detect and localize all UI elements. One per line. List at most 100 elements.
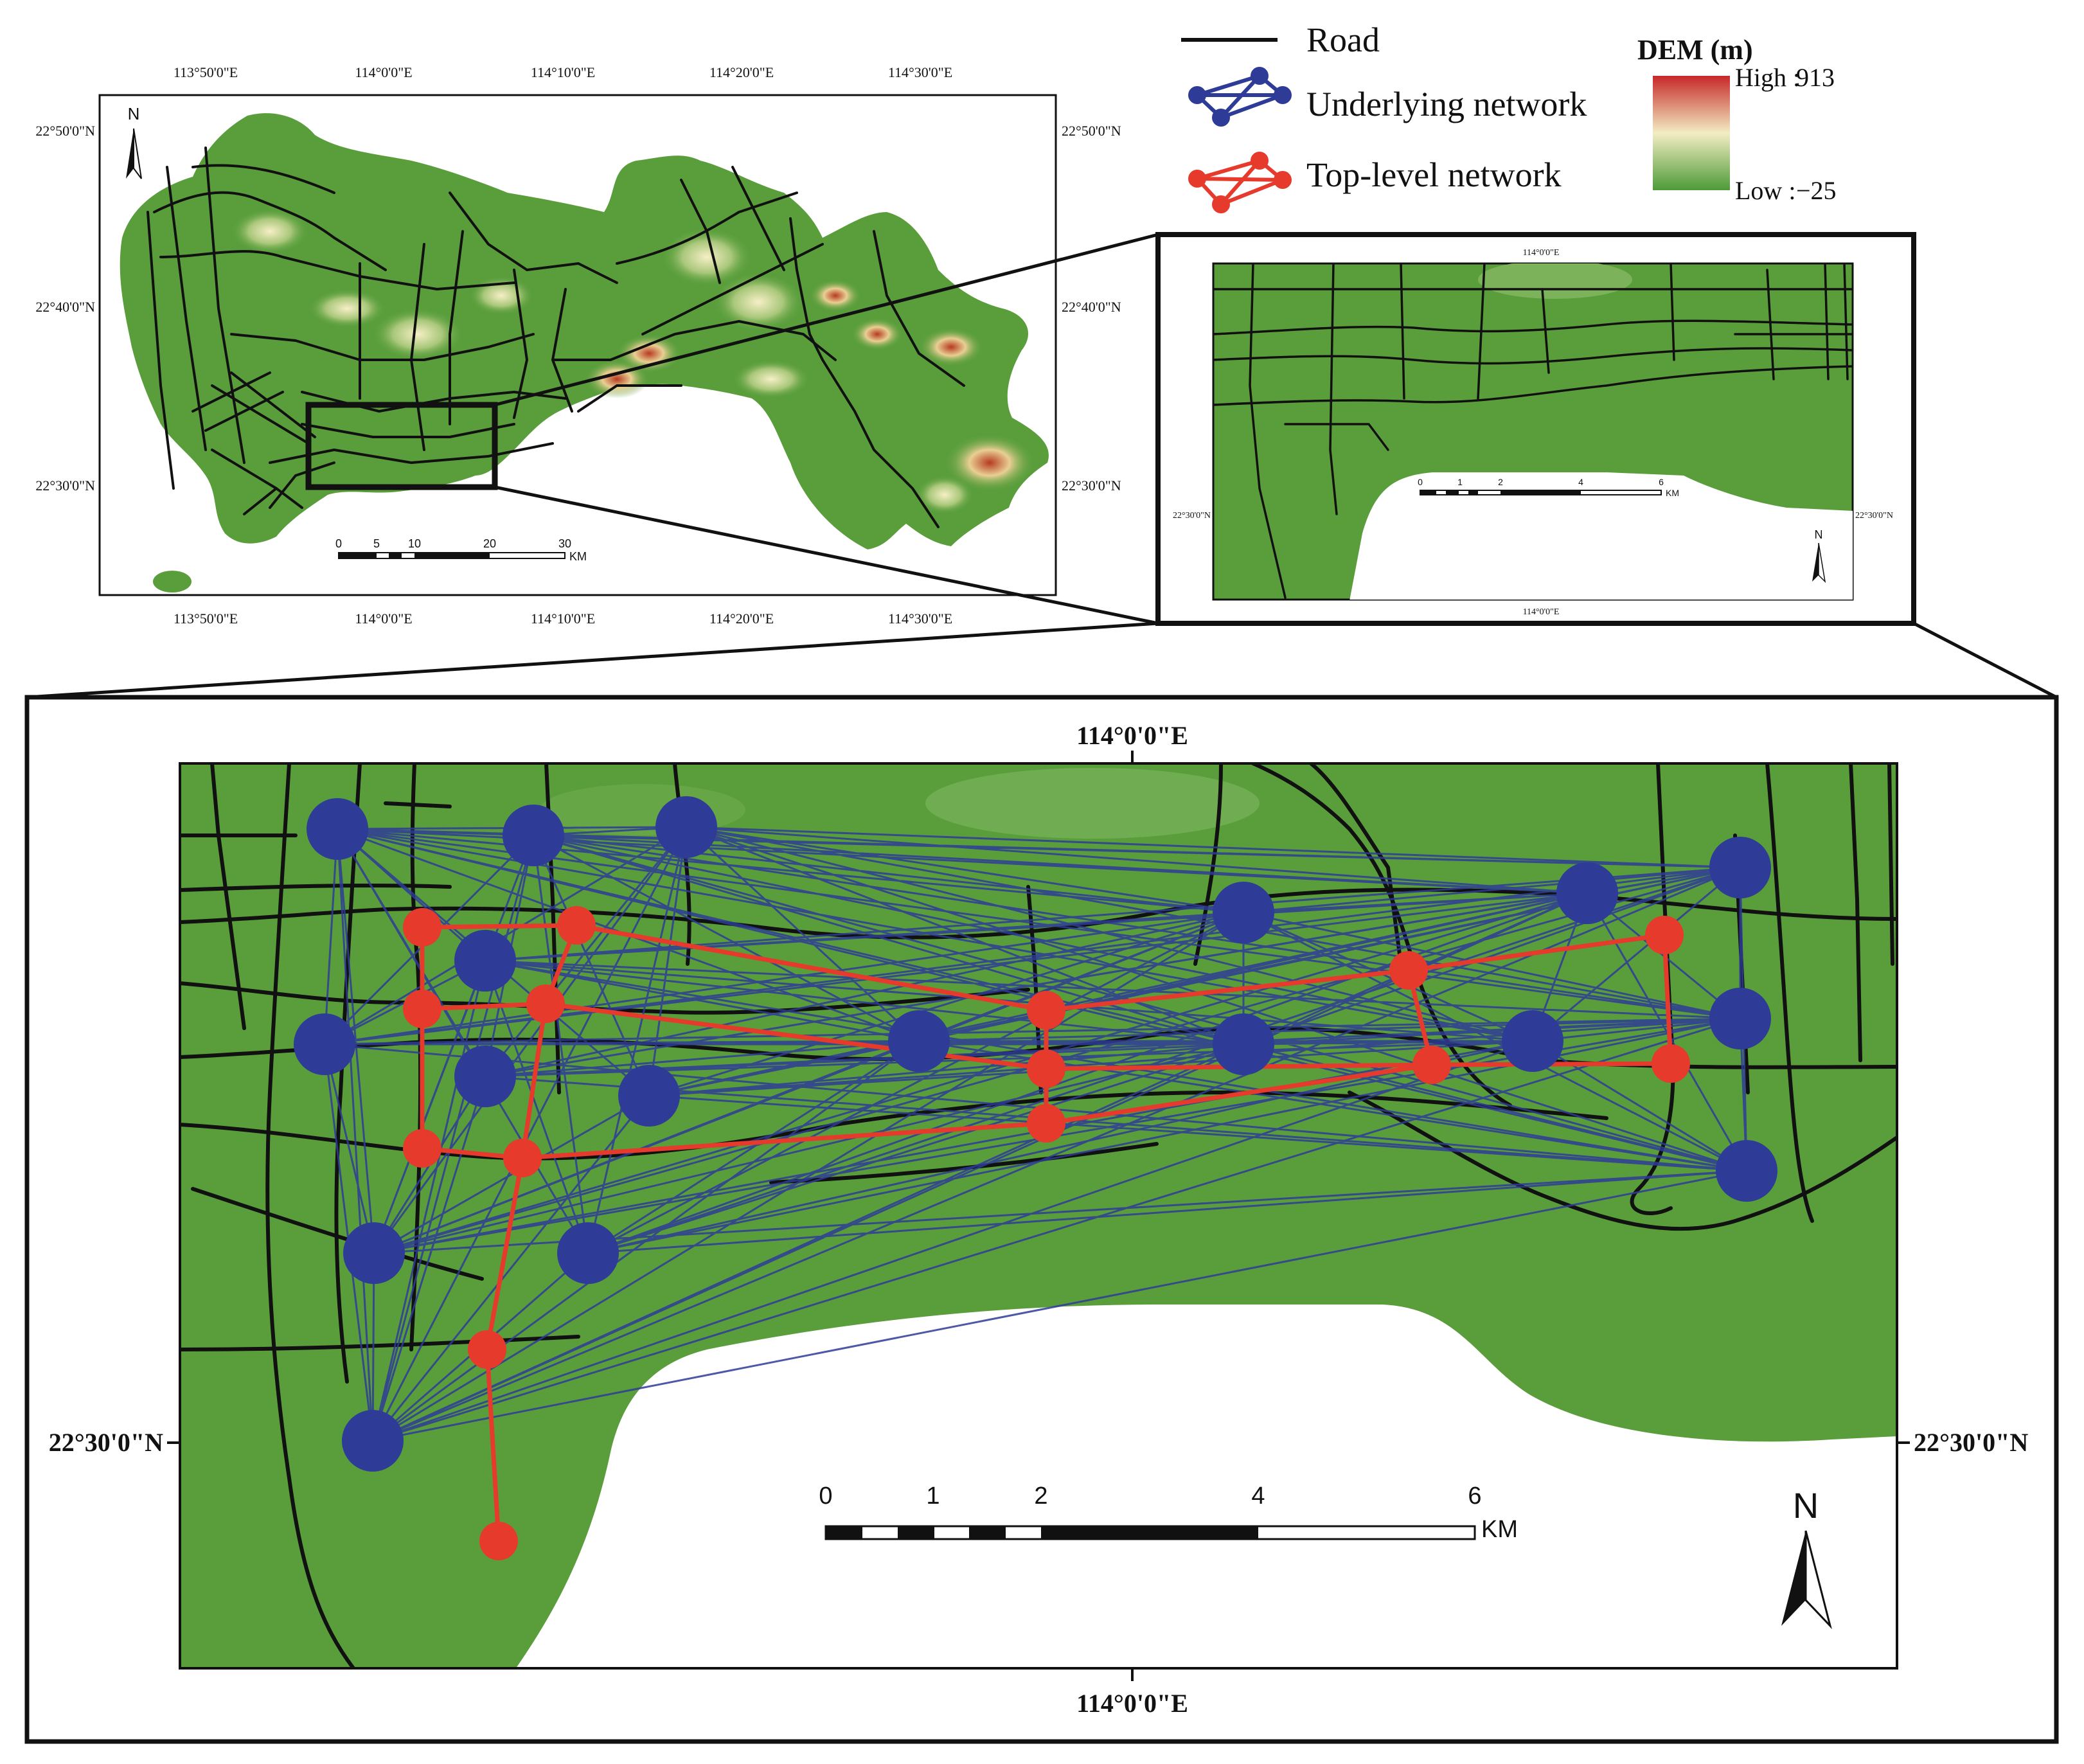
small-island (208, 466, 214, 472)
detail-map: 114°0'0"E 114°0'0"E 22°30'0"N 22°30'0"N … (24, 695, 2059, 1744)
overview-scale-tick: 30 (558, 537, 571, 550)
overview-scale-tick: 10 (408, 537, 421, 550)
overview-right-lat-label: 22°50'0"N (1062, 123, 1121, 139)
overview-north-arrow: N (126, 104, 142, 179)
inset-scale-tick: 2 (1498, 477, 1503, 487)
underlying-node (307, 798, 368, 860)
top-level-node (1389, 951, 1428, 990)
overview-left-lat-label: 22°40'0"N (35, 299, 95, 315)
detail-north-letter: N (1793, 1485, 1819, 1526)
top-level-node (403, 908, 441, 947)
overview-north-letter: N (128, 104, 140, 123)
inset-map: 0 1 2 4 6 KM N 114°0'0"E 114°0'0"E 22°30… (1155, 232, 1916, 626)
overview-scale-tick: 5 (373, 537, 380, 550)
inset-north-arrow: N (1812, 528, 1826, 584)
overview-scale-bar: 0 5 10 20 30 KM (335, 537, 587, 563)
top-level-node (1027, 1104, 1065, 1143)
connector-lines (26, 233, 2058, 699)
overview-bottom-lon-label: 113°50'0"E (174, 610, 238, 627)
inset-scale-bar: 0 1 2 4 6 KM (1418, 477, 1679, 498)
detail-bottom-lon-label: 114°0'0"E (1076, 1689, 1188, 1718)
inset-scale-unit: KM (1666, 488, 1679, 498)
overview-top-lon-label: 114°20'0"E (709, 64, 774, 80)
underlying-node (655, 796, 717, 858)
inset-north-letter: N (1815, 528, 1823, 541)
underlying-network-symbol (1188, 67, 1292, 127)
top-level-network-nodes (403, 906, 1690, 1560)
detail-scale-tick: 0 (819, 1483, 832, 1510)
shenzhen-landmass (120, 113, 1049, 549)
underlying-node (343, 1222, 405, 1284)
detail-scale-tick: 1 (926, 1483, 940, 1510)
dem-high-value: 913 (1796, 63, 1835, 92)
legend: Road Underlying network Top-level networ… (1181, 21, 1837, 213)
detail-ticks (167, 751, 1910, 1681)
detail-map-frame (179, 762, 1898, 1670)
top-level-node (479, 1522, 518, 1560)
overview-scale-unit: KM (569, 550, 587, 563)
underlying-node (1502, 1010, 1563, 1072)
road-legend-label: Road (1306, 21, 1380, 59)
underlying-network-label: Underlying network (1306, 85, 1587, 123)
detail-scale-tick: 2 (1034, 1483, 1047, 1510)
dem-low-label: Low : (1735, 176, 1795, 205)
overview-scale-tick: 0 (335, 537, 342, 550)
underlying-node (1556, 862, 1618, 924)
overview-bottom-lon-label: 114°10'0"E (531, 610, 595, 627)
overview-bottom-lon-label: 114°20'0"E (709, 610, 774, 627)
inset-top-lon-label: 114°0'0"E (1523, 248, 1560, 258)
inset-left-lat-label: 22°30'0"N (1173, 511, 1211, 521)
overview-top-lon-label: 113°50'0"E (174, 64, 238, 80)
underlying-node (888, 1010, 950, 1072)
dem-color-ramp (1653, 76, 1730, 190)
underlying-node (294, 1013, 355, 1075)
detail-right-lat-label: 22°30'0"N (1914, 1428, 2028, 1457)
underlying-node (454, 930, 516, 992)
detail-north-arrow: N (1781, 1485, 1832, 1630)
dem-high-label: High : (1735, 63, 1800, 92)
overview-roads (147, 147, 965, 528)
underlying-node (1213, 1013, 1274, 1075)
inset-right-lat-label: 22°30'0"N (1855, 511, 1893, 521)
detail-scale-tick: 4 (1251, 1483, 1265, 1510)
overview-graticule-labels: 113°50'0"E 114°0'0"E 114°10'0"E 114°20'0… (35, 64, 1121, 627)
detail-top-lon-label: 114°0'0"E (1076, 721, 1188, 750)
dem-low-value: −25 (1796, 176, 1837, 205)
overview-top-lon-label: 114°10'0"E (531, 64, 595, 80)
overview-top-lon-label: 114°30'0"E (888, 64, 952, 80)
offshore-island (153, 571, 191, 592)
underlying-node (1709, 988, 1771, 1049)
overview-scale-tick: 20 (483, 537, 496, 550)
top-level-node (468, 1330, 506, 1369)
dem-title: DEM (m) (1637, 34, 1753, 66)
overview-left-lat-label: 22°50'0"N (35, 123, 95, 139)
inset-scale-tick: 1 (1457, 477, 1463, 487)
detail-left-lat-label: 22°30'0"N (49, 1428, 163, 1457)
underlying-node (1716, 1140, 1777, 1202)
top-level-node (1645, 916, 1684, 954)
overview-bottom-lon-label: 114°0'0"E (355, 610, 412, 627)
study-area-box (305, 402, 498, 490)
top-level-node (1412, 1046, 1451, 1084)
detail-scale-unit: KM (1481, 1516, 1518, 1543)
inset-scale-tick: 4 (1578, 477, 1583, 487)
top-level-node (403, 990, 441, 1028)
detail-water-area (515, 1305, 1897, 1668)
top-level-node (1027, 1049, 1065, 1088)
underlying-node (618, 1065, 680, 1127)
underlying-node (342, 1410, 404, 1472)
overview-right-lat-label: 22°30'0"N (1062, 477, 1121, 494)
underlying-node (454, 1046, 516, 1107)
detail-scale-bar: 0 1 2 4 6 KM (819, 1483, 1518, 1543)
top-level-node (526, 984, 565, 1023)
top-level-node (1027, 991, 1065, 1029)
top-level-network-symbol (1188, 152, 1292, 213)
inset-bottom-lon-label: 114°0'0"E (1523, 607, 1560, 617)
overview-right-lat-label: 22°40'0"N (1062, 299, 1121, 315)
underlying-node (557, 1222, 619, 1284)
top-level-node (403, 1129, 441, 1168)
underlying-node (1709, 837, 1771, 898)
underlying-network-nodes (294, 796, 1777, 1472)
top-level-node (1652, 1044, 1690, 1083)
